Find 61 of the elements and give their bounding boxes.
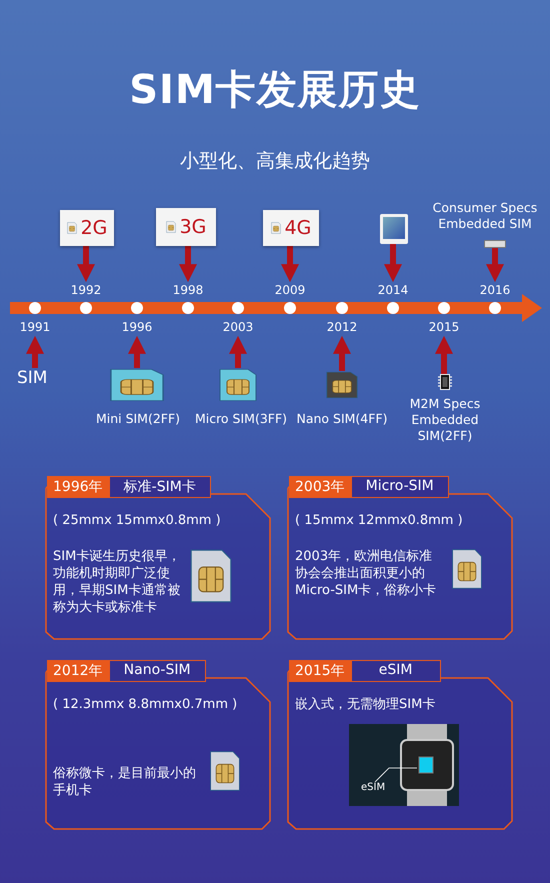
year-label: 1991 xyxy=(20,320,50,335)
arrow xyxy=(281,246,299,282)
description-text: 2003年，欧洲电信标准协会会推出面积更小的Micro-SIM卡，俗称小卡 xyxy=(295,548,438,599)
network-card xyxy=(156,208,216,246)
info-card xyxy=(287,478,513,640)
node-label: Consumer Specs Embedded SIM xyxy=(432,200,538,232)
sim-card-picture xyxy=(108,368,166,402)
year-label: 1998 xyxy=(172,283,204,298)
arrow xyxy=(486,248,504,282)
arrow xyxy=(26,336,44,368)
year-label: 2003 xyxy=(222,320,254,335)
dimension-text: ( 12.3mmx 8.8mmx0.7mm ) xyxy=(53,696,238,713)
chip-picture xyxy=(438,374,452,390)
card-title: 标准-SIM卡 xyxy=(108,476,211,498)
arrow xyxy=(435,336,453,374)
info-card xyxy=(45,662,271,830)
card-title: Nano-SIM xyxy=(108,660,206,682)
year-tag: 2012年 xyxy=(47,660,109,682)
description-text: 嵌入式，无需物理SIM卡 xyxy=(295,696,436,713)
network-card xyxy=(263,210,319,246)
card-title: Micro-SIM xyxy=(350,476,449,498)
card-title: eSIM xyxy=(350,660,441,682)
year-label: 2016 xyxy=(480,283,510,298)
generation-label: 2G xyxy=(80,217,108,239)
year-label: 1992 xyxy=(70,283,102,298)
chip-picture xyxy=(484,240,506,248)
dimension-text: ( 15mmx 12mmx0.8mm ) xyxy=(295,512,463,529)
description-text: 俗称微卡，是目前最小的手机卡 xyxy=(53,765,197,799)
year-label: 2014 xyxy=(378,283,408,298)
arrow xyxy=(179,246,197,282)
network-card xyxy=(60,210,114,246)
arrow xyxy=(384,244,402,282)
title: SIM卡发展历史 xyxy=(128,66,422,115)
sim-card-picture xyxy=(325,371,359,399)
generation-label: 3G xyxy=(180,216,206,238)
node-label: Mini SIM(2FF) xyxy=(94,411,182,427)
smartwatch-picture xyxy=(349,724,459,806)
year-label: 2015 xyxy=(428,320,460,335)
dimension-text: ( 25mmx 15mmx0.8mm ) xyxy=(53,512,221,529)
year-label: 2012 xyxy=(326,320,358,335)
tablet-picture xyxy=(380,214,408,244)
node-label: Nano SIM(4FF) xyxy=(295,411,389,427)
year-label: 1996 xyxy=(122,320,152,335)
year-tag: 2015年 xyxy=(289,660,351,682)
node-label: M2M Specs Embedded SIM(2FF) xyxy=(408,396,482,444)
info-card xyxy=(287,662,513,830)
year-tag: 2003年 xyxy=(289,476,351,498)
node-label: Micro SIM(3FF) xyxy=(194,411,288,427)
arrow xyxy=(229,336,247,368)
arrow xyxy=(128,336,146,368)
timeline-label: SIM xyxy=(17,368,53,390)
info-card xyxy=(45,478,271,640)
sim-card-picture xyxy=(218,368,258,402)
subtitle: 小型化、高集成化趋势 xyxy=(179,149,371,174)
description-text: SIM卡诞生历史很早，功能机时期即广泛使用，早期SIM卡通常被称为大卡或标准卡 xyxy=(53,548,182,616)
generation-label: 4G xyxy=(284,217,312,239)
arrow xyxy=(77,246,95,282)
year-tag: 1996年 xyxy=(47,476,109,498)
arrow xyxy=(333,336,351,371)
year-label: 2009 xyxy=(274,283,306,298)
picture-label: eSIM xyxy=(361,782,386,793)
